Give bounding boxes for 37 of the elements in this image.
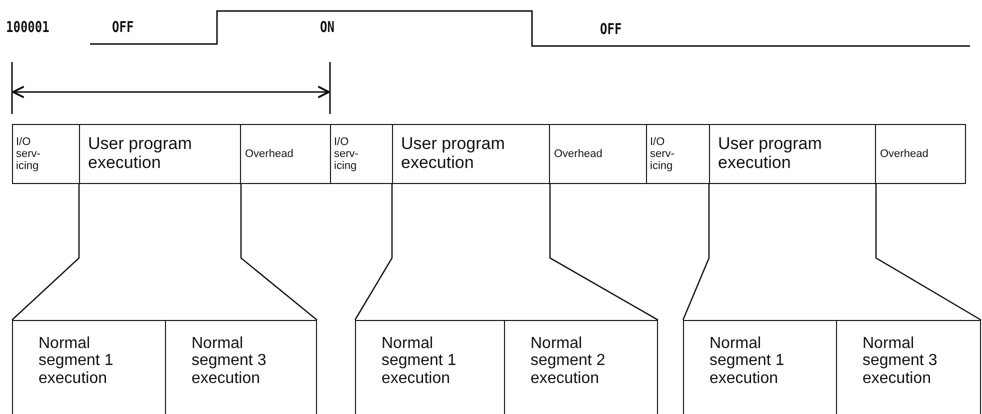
zoom-line: [549, 184, 658, 321]
segment-label: Normal segment 2 execution: [530, 334, 606, 388]
phase-label: User program execution: [718, 135, 823, 173]
segment-box: [683, 320, 981, 414]
segment-label: Normal segment 1 execution: [710, 334, 786, 388]
phase-label: I/O serv- icing: [16, 136, 42, 172]
segment-box: [355, 320, 658, 414]
segment-label: Normal segment 1 execution: [38, 334, 114, 388]
scan-phase-cell: [875, 124, 966, 184]
scan-phase-cell: [709, 124, 876, 184]
phase-label: Overhead: [245, 148, 294, 160]
segment-box: [12, 320, 317, 414]
phase-label: Overhead: [554, 148, 602, 160]
scan-phase-cell: [79, 124, 241, 184]
scan-phase-cell: [330, 124, 393, 184]
signal-state: OFF: [600, 20, 622, 38]
scan-phase-cell: [12, 124, 80, 184]
zoom-line: [682, 184, 710, 320]
phase-label: I/O serv- icing: [334, 136, 360, 172]
zoom-line: [12, 184, 80, 320]
signal-name: 100001: [6, 18, 50, 36]
segment-label: Normal segment 3 execution: [862, 334, 938, 388]
phase-label: User program execution: [88, 135, 193, 173]
zoom-line: [354, 184, 393, 320]
phase-label: Overhead: [880, 148, 928, 160]
scan-phase-cell: [240, 124, 331, 184]
scan-phase-cell: [549, 124, 647, 184]
scan-phase-cell: [646, 124, 710, 184]
zoom-line: [875, 184, 982, 321]
signal-state: ON: [320, 18, 334, 36]
scan-phase-cell: [392, 124, 550, 184]
segment-label: Normal segment 3 execution: [192, 334, 268, 388]
segment-label: Normal segment 1 execution: [382, 334, 458, 388]
phase-label: I/O serv- icing: [650, 136, 676, 172]
signal-state: OFF: [112, 18, 134, 36]
phase-label: User program execution: [401, 135, 506, 173]
zoom-line: [240, 184, 318, 320]
